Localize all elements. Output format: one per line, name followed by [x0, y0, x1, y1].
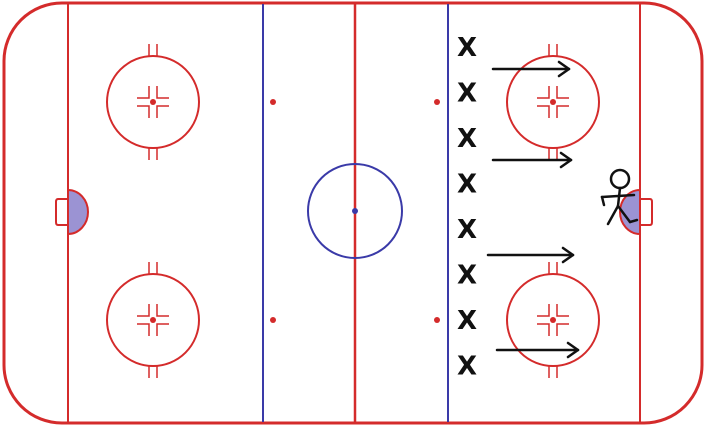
player-x-mark: X [457, 79, 477, 109]
faceoff-circle-ring [106, 273, 200, 367]
player-x-mark: X [457, 170, 477, 200]
arrow-head [561, 246, 575, 264]
faceoff-l-mark [537, 86, 550, 99]
faceoff-l-mark [156, 86, 169, 99]
zone-faceoff-circle [506, 262, 600, 378]
left-goal-crease [67, 188, 89, 236]
faceoff-l-mark [137, 105, 150, 118]
faceoff-l-mark [556, 86, 569, 99]
faceoff-dot [150, 317, 156, 323]
movement-arrow [491, 151, 573, 169]
goalie-leg [606, 204, 620, 226]
faceoff-circle-ring [106, 55, 200, 149]
faceoff-l-mark [537, 304, 550, 317]
arrow-head [559, 151, 573, 169]
faceoff-circle-ring [506, 55, 600, 149]
neutral-dot [270, 317, 276, 323]
faceoff-l-mark [556, 323, 569, 336]
right-goal-net [640, 198, 653, 226]
arrow-head [557, 60, 571, 78]
faceoff-l-mark [556, 304, 569, 317]
center-faceoff-dot [352, 208, 358, 214]
faceoff-l-mark [537, 105, 550, 118]
player-x-mark: X [457, 33, 477, 63]
goalie-arm-hand [600, 195, 606, 207]
player-x-mark: X [457, 352, 477, 382]
zone-faceoff-circle [106, 44, 200, 160]
center-faceoff-circle [307, 163, 403, 259]
faceoff-circle-ring [506, 273, 600, 367]
faceoff-dot [150, 99, 156, 105]
faceoff-l-mark [156, 304, 169, 317]
player-x-mark: X [457, 261, 477, 291]
faceoff-l-mark [137, 86, 150, 99]
player-x-mark: X [457, 215, 477, 245]
faceoff-l-mark [156, 323, 169, 336]
player-x-mark: X [457, 124, 477, 154]
goalie-leg [616, 204, 632, 224]
faceoff-l-mark [537, 323, 550, 336]
faceoff-l-mark [137, 304, 150, 317]
movement-arrow [495, 341, 580, 359]
goalie-foot [628, 218, 639, 224]
neutral-dot [434, 317, 440, 323]
zone-faceoff-circle [106, 262, 200, 378]
player-x-mark: X [457, 306, 477, 336]
faceoff-l-mark [556, 105, 569, 118]
faceoff-dot [550, 99, 556, 105]
right-goal-crease [619, 188, 641, 236]
neutral-dot [270, 99, 276, 105]
stick-figure-icon [600, 168, 639, 226]
goalie-arm [600, 193, 636, 199]
zone-faceoff-circle [506, 44, 600, 160]
faceoff-dot [550, 317, 556, 323]
faceoff-l-mark [156, 105, 169, 118]
left-goal-net [55, 198, 68, 226]
movement-arrow [491, 60, 571, 78]
neutral-dot [434, 99, 440, 105]
arrow-head [566, 341, 580, 359]
movement-arrow [486, 246, 575, 264]
faceoff-l-mark [137, 323, 150, 336]
